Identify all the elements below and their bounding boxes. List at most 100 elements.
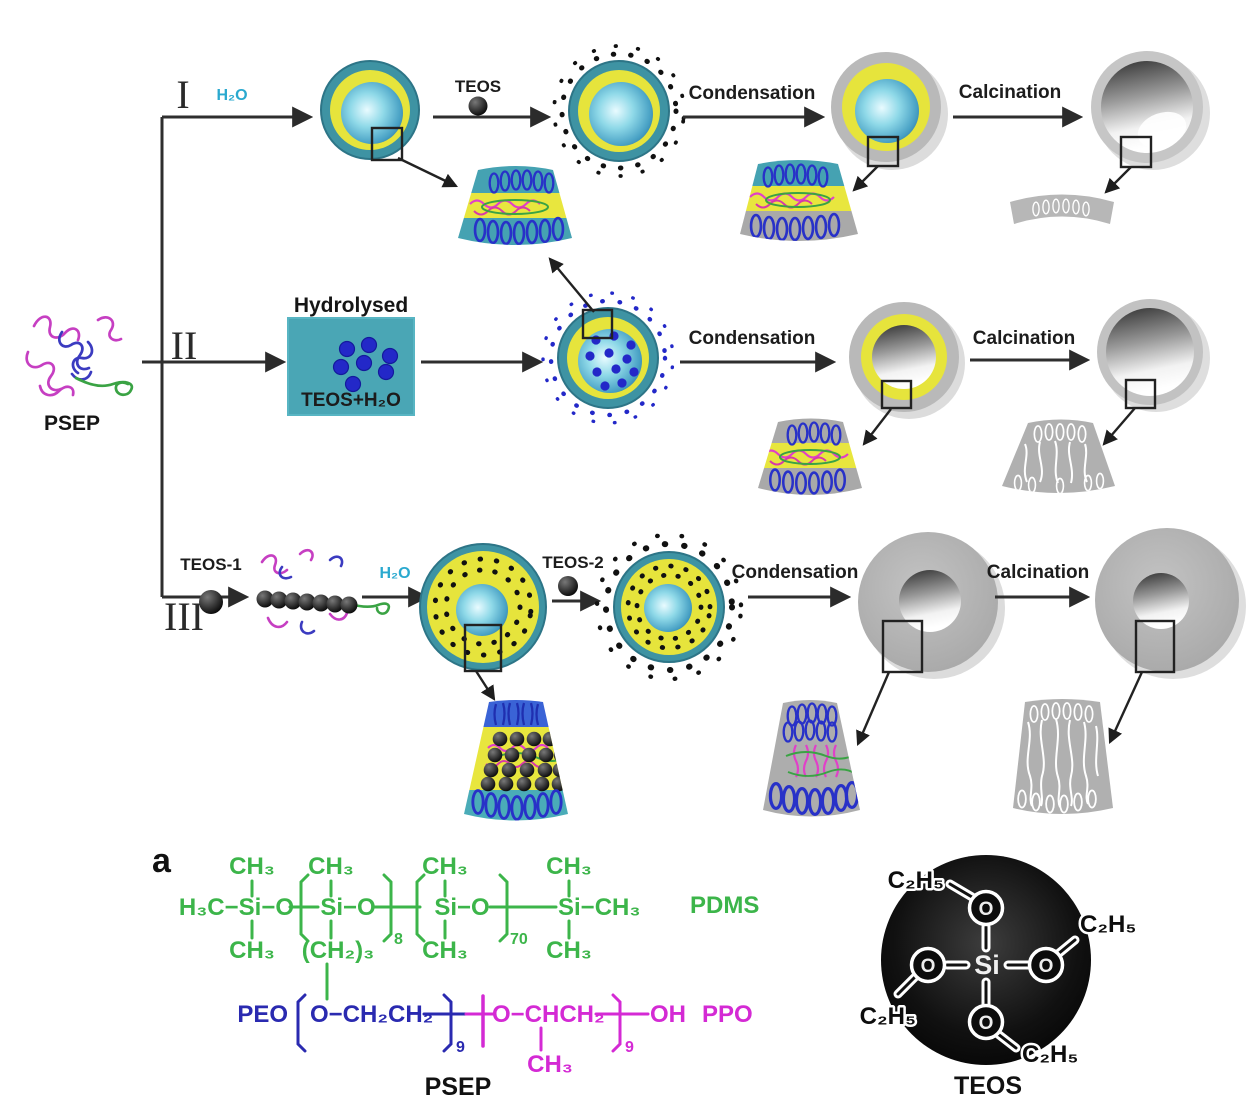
pdms-ch3-bot3: CH₃: [546, 937, 592, 964]
callout-box-i3: [866, 135, 900, 168]
peo-n: 9: [456, 1039, 465, 1056]
hydrolysed-box: [287, 317, 415, 416]
ppo-n: 9: [625, 1039, 634, 1056]
peo-name: PEO: [237, 1001, 288, 1028]
psep-polymer: [25, 315, 134, 397]
route-one-label: I: [176, 72, 189, 117]
ppo-bonds: [464, 993, 650, 1053]
hydrolysed-title: Hydrolysed: [294, 294, 408, 317]
calcination-label-2: Calcination: [973, 328, 1075, 349]
condensation-label-1: Condensation: [689, 83, 816, 104]
pdms-ch3-bot1: CH₃: [229, 937, 275, 964]
pdms-ch3-top4: CH₃: [546, 853, 592, 880]
pdms-n1: 8: [394, 931, 403, 948]
teos-dot-route1: [468, 96, 488, 116]
vesicle-iii-2-coated: [594, 532, 744, 682]
callout-arrow-iii4: [1108, 671, 1144, 745]
pdms-right-end: Si−CH₃: [558, 894, 640, 921]
ppo-oh: OH: [650, 1001, 686, 1028]
peo-unit: O−CH₂CH₂: [310, 1001, 433, 1028]
psep-left-label: PSEP: [44, 412, 100, 435]
callout-arrow-ii2: [862, 408, 892, 446]
teos-label-route1: TEOS: [455, 77, 501, 96]
teos-o-left: O: [921, 956, 936, 977]
arc-calcined-shell: [1010, 194, 1114, 224]
callout-box-iii4: [1134, 619, 1176, 674]
callout-arrow-i4: [1104, 166, 1132, 194]
teos1-label: TEOS-1: [180, 555, 241, 574]
callout-arrow-i1: [397, 156, 459, 188]
ppo-unit: O−CHCH₂: [492, 1001, 605, 1028]
teos-oxygen-atoms: [909, 889, 1065, 1041]
wedge-calcined-route3: [1013, 699, 1113, 814]
wedge-calcined-route2: [1002, 419, 1115, 493]
teos-ethyl-right: C₂H₅: [1080, 911, 1136, 938]
callout-box-ii1: [581, 308, 614, 340]
h2o-label-route1: H₂O: [216, 87, 247, 104]
wedge-membrane-route2: [758, 418, 862, 495]
pdms-ch3-top2: CH₃: [308, 853, 354, 880]
calcination-label-1: Calcination: [959, 82, 1061, 103]
teos-ethyl-botleft: C₂H₅: [860, 1003, 916, 1030]
callout-box-iii3: [881, 619, 924, 674]
teos-si-atom: Si: [974, 950, 1000, 980]
callout-box-iii1: [463, 623, 503, 673]
teos2-dot: [558, 576, 578, 596]
callout-arrow-i3: [852, 165, 879, 192]
callout-arrow-ii3: [1102, 407, 1136, 446]
vesicle-ii-1: [541, 291, 675, 425]
calcination-label-3: Calcination: [987, 562, 1089, 583]
vesicle-i-2-silica-coated: [552, 44, 686, 178]
pdms-left-end: H₃C−Si−O: [179, 894, 294, 921]
teos-o-bottom: O: [979, 1013, 994, 1034]
teos-ethyl-botright: C₂H₅: [1022, 1041, 1078, 1068]
vesicle-i-3-condensed: [831, 52, 948, 170]
pdms-n2: 70: [510, 931, 528, 948]
teos-o-top: O: [979, 899, 994, 920]
teos-o-right: O: [1039, 956, 1054, 977]
psep-bottom-label: PSEP: [425, 1073, 492, 1101]
teos1-bead-chain: [256, 590, 358, 614]
vesicle-ii-3-hollow: [1097, 299, 1210, 412]
peo-ppo-structure: PEO O−CH₂CH₂ 9 O−CHCH₂ 9 OH PPO CH₃ PSEP: [237, 993, 753, 1101]
panel-a-label: a: [152, 842, 172, 880]
vesicle-ii-2-condensed: [849, 302, 965, 419]
teos-bottom-label: TEOS: [954, 1072, 1022, 1100]
teos-bond-cores: [896, 882, 1077, 1050]
callout-box-i1: [370, 126, 404, 162]
route-branch-lines: [142, 106, 314, 608]
ppo-ch3: CH₃: [527, 1051, 573, 1078]
teos1-dot: [199, 590, 223, 614]
pdms-unit-1: Si−O: [320, 894, 375, 921]
vesicle-i-4-hollow: [1091, 51, 1210, 170]
teos-ethyl-topleft: C₂H₅: [888, 867, 944, 894]
h2o-label-route3: H₂O: [379, 565, 410, 582]
pdms-structure: CH₃ CH₃ CH₃ CH₃ H₃C−Si−O Si−O 8 Si−O 70 …: [179, 853, 759, 1001]
callout-box-ii3: [1124, 378, 1157, 410]
hydrolysed-content: TEOS+H₂O: [301, 390, 401, 411]
pdms-name: PDMS: [690, 892, 759, 919]
pdms-propyl-side: (CH₂)₃: [302, 937, 374, 964]
pdms-ch3-bot2: CH₃: [422, 937, 468, 964]
pdms-ch3-top1: CH₃: [229, 853, 275, 880]
vesicle-iii-3-condensed: [858, 532, 1005, 679]
vesicle-iii-1: [419, 543, 547, 671]
vesicle-i-1: [320, 60, 420, 160]
wedge-membrane-condensed: [740, 160, 858, 241]
condensation-label-2: Condensation: [689, 328, 816, 349]
vesicle-iii-4-calcined: [1095, 528, 1246, 679]
ppo-name: PPO: [702, 1001, 753, 1028]
teos-molecule: O O O O Si C₂H₅ C₂H₅ C₂H₅ C₂H₅ TEOS: [857, 855, 1139, 1100]
pdms-bonds: [250, 873, 571, 1001]
wedge-membrane-vesicle: [458, 166, 572, 245]
callout-arrow-ii1: [548, 257, 595, 313]
callout-arrow-iii3: [856, 671, 891, 747]
peo-bonds: [296, 993, 468, 1053]
condensation-label-3: Condensation: [732, 562, 859, 583]
callout-box-ii2: [880, 379, 913, 410]
pdms-unit-2: Si−O: [434, 894, 489, 921]
pdms-ch3-top3: CH₃: [422, 853, 468, 880]
route-two-label: II: [171, 323, 198, 368]
psep-teos1-complex: [260, 548, 391, 635]
